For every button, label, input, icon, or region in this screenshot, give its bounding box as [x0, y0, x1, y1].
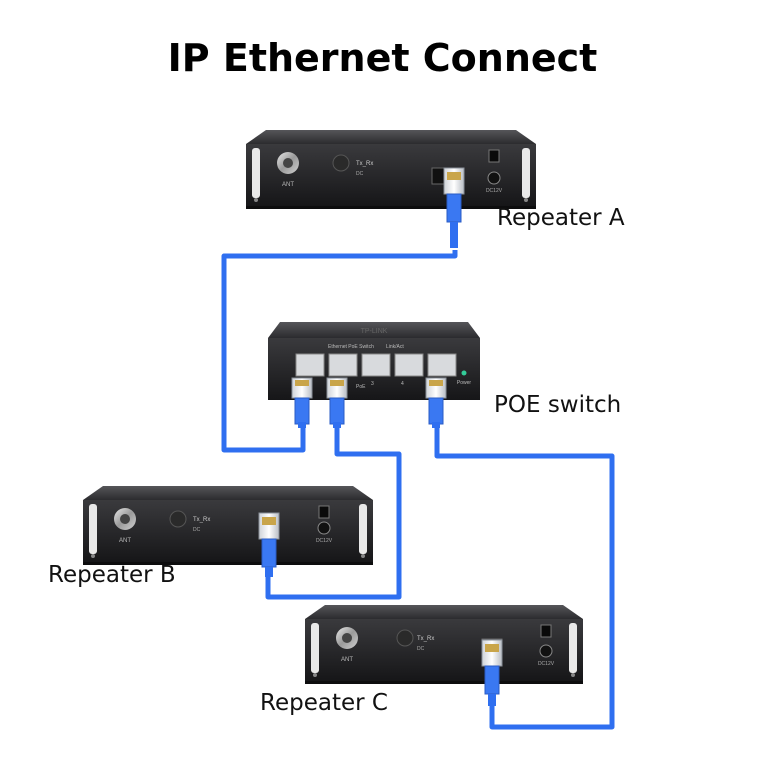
- plug-repeater-b: [258, 512, 280, 577]
- cable-switch-to-repeater-b: [265, 425, 402, 600]
- ant-label: ANT: [341, 657, 353, 663]
- dc-label: DC: [356, 171, 364, 177]
- plug-switch-port1: [291, 377, 313, 428]
- port3-label: 3: [371, 381, 374, 387]
- txrx-label: Tx_Rx: [193, 517, 210, 523]
- repeater-c: ANT Tx_Rx DC DC12V: [305, 605, 583, 684]
- plug-repeater-c: [481, 639, 503, 706]
- cables: [221, 250, 615, 730]
- repeater-b: ANT Tx_Rx DC DC12V: [83, 486, 373, 565]
- power-in-label: DC12V: [316, 538, 333, 544]
- txrx-label: Tx_Rx: [356, 161, 373, 167]
- plug-repeater-a: [443, 167, 465, 248]
- plug-switch-port2: [326, 377, 348, 428]
- poe-mark-label: PoE: [356, 384, 366, 390]
- txrx-label: Tx_Rx: [417, 636, 434, 642]
- repeater-a-label: Repeater A: [497, 205, 625, 231]
- ant-label: ANT: [282, 182, 294, 188]
- brand-label: TP-LINK: [361, 328, 388, 335]
- power-in-label: DC12V: [538, 661, 555, 667]
- repeater-a: ANT Tx_Rx DC DC12V: [246, 130, 536, 209]
- ant-label: ANT: [119, 538, 131, 544]
- power-label: Power: [457, 380, 472, 386]
- cable-switch-to-repeater-c: [434, 425, 615, 730]
- repeater-b-label: Repeater B: [48, 562, 176, 588]
- dc-label: DC: [193, 527, 201, 533]
- cable-repeater-a-to-switch: [221, 250, 458, 453]
- plug-switch-port5: [425, 377, 447, 428]
- page-title: IP Ethernet Connect: [167, 36, 598, 80]
- power-in-label: DC12V: [486, 188, 503, 194]
- link-header-label: Link/Act: [386, 344, 404, 350]
- poe-switch-label: POE switch: [494, 392, 622, 418]
- dc-label: DC: [417, 646, 425, 652]
- port-header-label: Ethernet PoE Switch: [328, 344, 374, 350]
- port4-label: 4: [401, 381, 404, 387]
- repeater-c-label: Repeater C: [260, 690, 388, 716]
